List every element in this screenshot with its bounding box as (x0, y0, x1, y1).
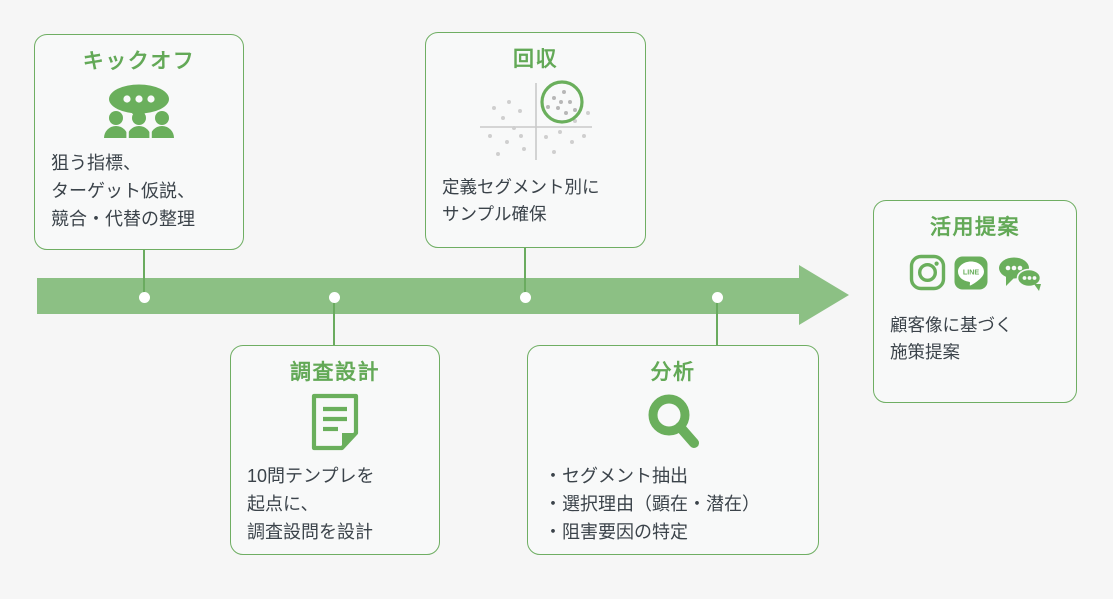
outcome-card-utilization-proposal[interactable]: 活用提案 LINE (873, 200, 1077, 403)
step-card-kickoff[interactable]: キックオフ 狙 (34, 34, 244, 250)
timeline-node-dot (519, 292, 531, 303)
step-body: 定義セグメント別に サンプル確保 (442, 177, 600, 225)
social-icon-row: LINE (909, 254, 1042, 296)
timeline-node-dot (138, 292, 150, 303)
outcome-title: 活用提案 (930, 216, 1020, 239)
timeline-arrow-head-icon (799, 265, 849, 325)
connector-kickoff (143, 250, 145, 298)
timeline-arrow (37, 265, 849, 325)
svg-text:LINE: LINE (962, 267, 979, 276)
step-card-survey-design[interactable]: 調査設計 10問テンプレを 起点に、 調査設問を設計 (230, 345, 440, 555)
step-title: キックオフ (82, 50, 196, 73)
step-body: 10問テンプレを 起点に、 調査設問を設計 (247, 466, 375, 542)
timeline-node-dot (328, 292, 340, 303)
step-card-analysis[interactable]: 分析 ・セグメント抽出 ・選択理由（顕在・潜在） ・阻害要因の特定 (527, 345, 819, 555)
magnifier-icon (645, 393, 701, 451)
step-body: ・セグメント抽出 ・選択理由（顕在・潜在） ・阻害要因の特定 (544, 466, 760, 542)
document-icon (310, 393, 360, 451)
step-title: 調査設計 (290, 361, 380, 384)
scatter-plot-icon (476, 80, 596, 162)
instagram-icon (909, 254, 946, 296)
step-card-collection[interactable]: 回収 (425, 32, 646, 248)
step-body: 狙う指標、 ターゲット仮説、 競合・代替の整理 (51, 153, 195, 229)
step-title: 分析 (650, 361, 696, 384)
connector-analysis (716, 298, 718, 348)
chat-bubbles-icon (996, 255, 1042, 296)
timeline-arrow-body (37, 278, 801, 314)
connector-collection (524, 248, 526, 298)
timeline-node-dot (711, 292, 723, 303)
step-title: 回収 (513, 48, 558, 71)
line-icon: LINE (954, 256, 988, 295)
outcome-body: 顧客像に基づく 施策提案 (890, 315, 1013, 363)
connector-survey-design (333, 298, 335, 348)
people-discussion-icon (96, 82, 182, 139)
